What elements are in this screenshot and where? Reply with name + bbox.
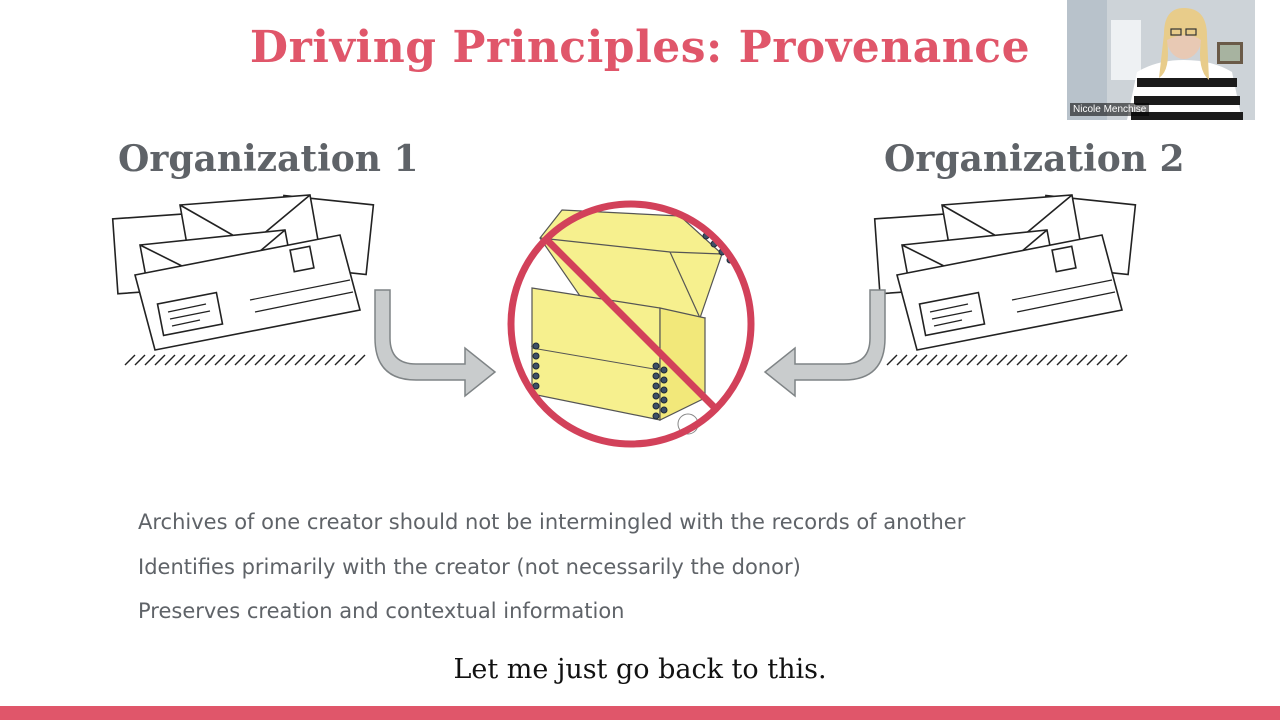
webcam-thumbnail[interactable]: Nicole Menchise	[1067, 0, 1255, 120]
curved-arrow-icon	[374, 289, 497, 398]
archive-box-icon	[530, 209, 734, 435]
organization-1-label: Organization 1	[118, 138, 419, 180]
envelope-stack-icon	[111, 194, 375, 366]
participant-name: Nicole Menchise	[1070, 103, 1150, 116]
prohibited-icon	[507, 200, 755, 448]
bullet-item: Preserves creation and contextual inform…	[138, 599, 625, 623]
bullet-item: Archives of one creator should not be in…	[138, 510, 966, 534]
organization-2-label: Organization 2	[884, 138, 1185, 180]
slide-title: Driving Principles: Provenance	[249, 22, 1031, 73]
envelope-stack-icon	[873, 194, 1137, 366]
bullet-list: Archives of one creator should not be in…	[138, 506, 965, 640]
closed-caption: Let me just go back to this.	[453, 654, 827, 685]
bullet-item: Identifies primarily with the creator (n…	[138, 554, 801, 579]
curved-arrow-icon	[763, 289, 886, 398]
participant-video	[1067, 0, 1255, 120]
accent-bar	[0, 706, 1280, 720]
